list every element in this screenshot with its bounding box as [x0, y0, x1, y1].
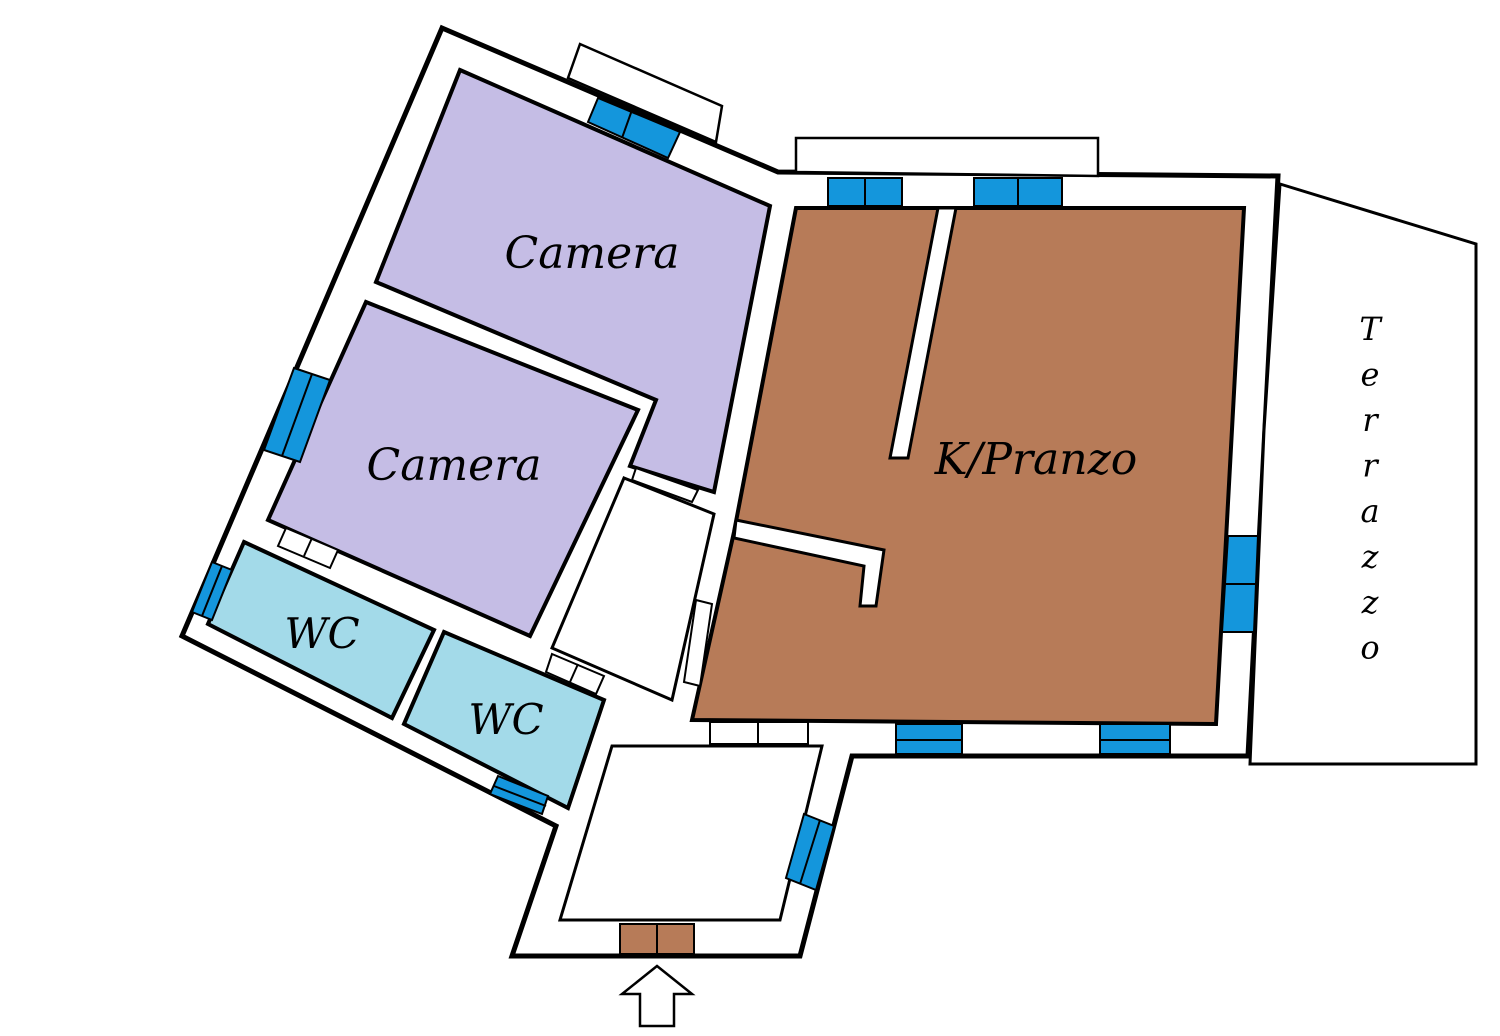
label-camera-top: Camera — [505, 228, 680, 279]
terrace-letter: r — [1362, 447, 1379, 485]
terrace-letter: a — [1360, 492, 1379, 530]
terrace-letter: r — [1362, 401, 1379, 439]
bedroom-top — [373, 67, 773, 495]
terrace — [1248, 182, 1478, 766]
bathroom-right — [401, 629, 607, 811]
windows — [190, 96, 1260, 892]
terrace-letter: z — [1361, 538, 1380, 576]
balcony-top-left — [566, 42, 724, 144]
window-bedroom-top — [586, 96, 682, 160]
hallway — [550, 476, 716, 703]
label-wc-left: WC — [284, 609, 359, 658]
terrace-letter: e — [1361, 356, 1380, 394]
up-arrow-icon — [618, 964, 696, 1028]
label-kitchen-dining: K/Pranzo — [934, 434, 1138, 485]
kitchen-partition-l — [732, 518, 886, 608]
label-wc-right: WC — [468, 695, 543, 744]
entrance-hall — [557, 744, 824, 922]
balcony-top — [794, 136, 1100, 178]
terrace-letter: z — [1361, 583, 1380, 621]
kitchen-partition-vertical — [888, 206, 958, 460]
terrace-letter: o — [1360, 629, 1379, 667]
entrance-door — [619, 923, 695, 955]
door-openings — [276, 466, 809, 745]
terrace-letter: T — [1359, 310, 1383, 348]
kitchen-dining — [689, 206, 1247, 727]
label-camera-bottom: Camera — [367, 440, 542, 491]
